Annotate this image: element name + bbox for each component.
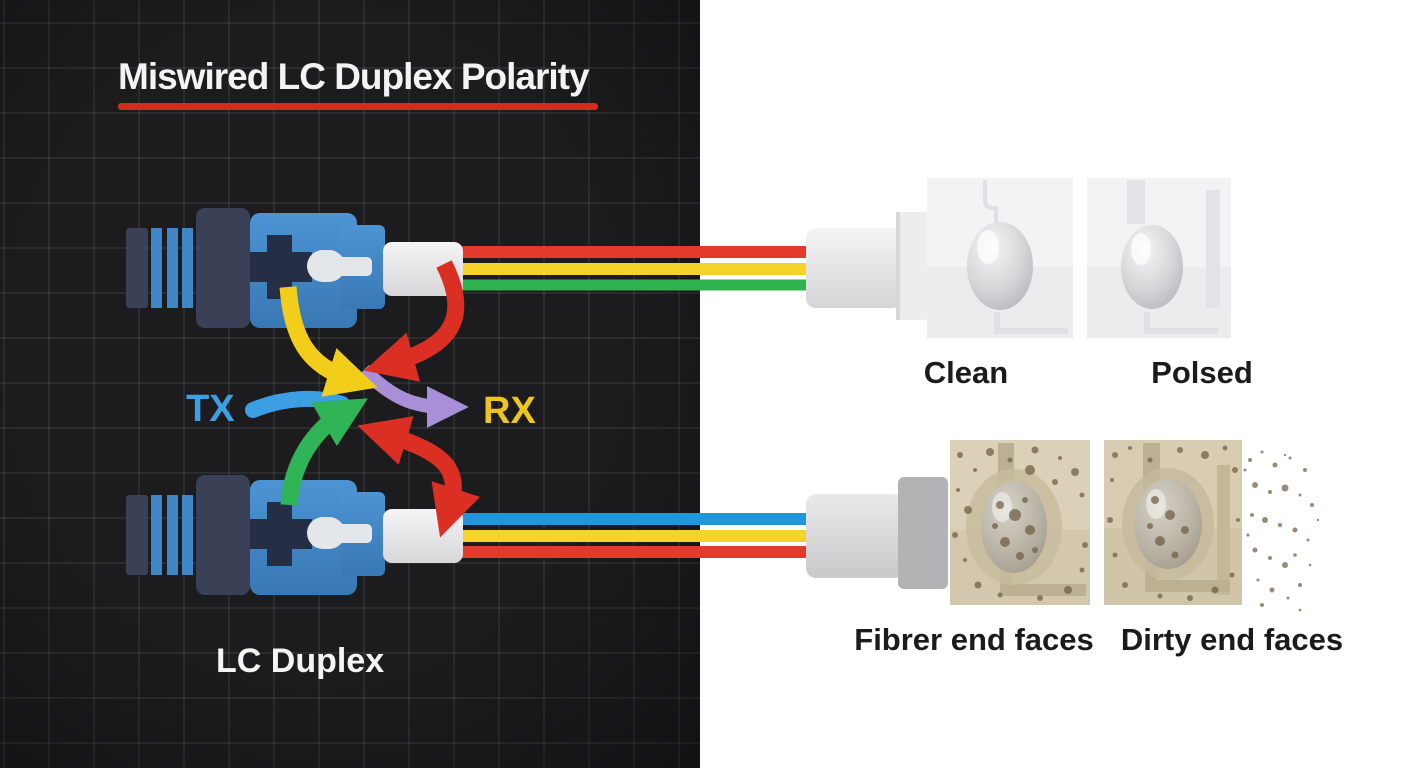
polished-end-face (1087, 178, 1231, 338)
clean-plug (806, 212, 930, 320)
fiber-end-face-dirty1 (950, 440, 1090, 605)
fiber-end-faces-label: Fibrer end faces (854, 622, 1094, 657)
red-bottom-double-arrow (357, 416, 481, 538)
rx-purple-arrow (359, 365, 469, 428)
dirty-end-face2 (1104, 440, 1242, 605)
red-top-arrow (364, 260, 465, 382)
clean-label: Clean (923, 355, 1009, 390)
top-cable-bundle (446, 246, 820, 291)
white-endface-panel (700, 0, 1408, 768)
dust-particles (1243, 450, 1320, 612)
green-cross-arrow (280, 398, 368, 506)
lc-duplex-label: LC Duplex (216, 642, 385, 680)
polarity-arrows (245, 260, 481, 538)
clean-end-face (927, 178, 1073, 338)
rx-label: RX (483, 390, 536, 432)
dirty-end-faces-label: Dirty end faces (1120, 622, 1344, 657)
tx-label: TX (186, 388, 235, 430)
page-title: Miswired LC Duplex Polarity (118, 56, 590, 97)
polished-label: Polsed (1151, 355, 1253, 390)
title-underline (118, 103, 598, 110)
yellow-cross-arrow (279, 286, 378, 397)
dirty-plug (806, 477, 948, 589)
tx-blue-arrow (245, 390, 350, 418)
bottom-cable-bundle (446, 513, 820, 558)
